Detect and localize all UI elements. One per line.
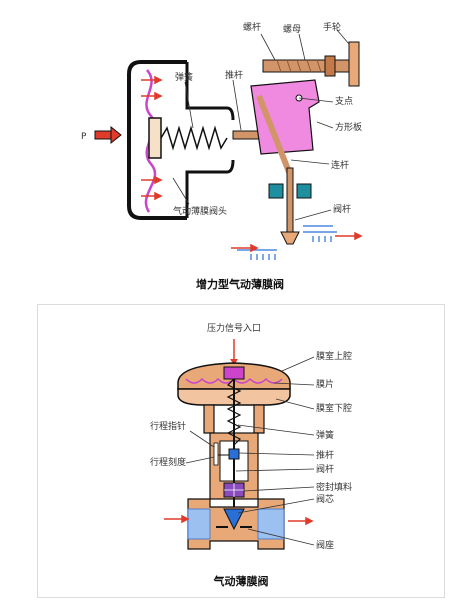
- pressure-inlet-arrow: [94, 125, 122, 145]
- internal-pressure-arrows: [141, 75, 163, 201]
- upper-chamber-label: 膜室上腔: [316, 350, 352, 362]
- valve-stem-label: 阀杆: [316, 463, 334, 475]
- top-caption: 增力型气动薄膜阀: [196, 277, 284, 291]
- push-rod-label: 推杆: [225, 69, 243, 81]
- spring-coil: [160, 125, 228, 151]
- force-boost-valve-diagram: P 螺杆 螺母 手轮 弹簧 推杆: [81, 21, 363, 291]
- leader-lines: [172, 29, 350, 221]
- pressure-label: P: [81, 132, 87, 142]
- flow-arrows: [231, 231, 363, 253]
- square-plate: [250, 79, 320, 155]
- guide-left: [268, 183, 284, 199]
- piston-plate: [148, 117, 162, 159]
- screw-rod-label: 螺杆: [243, 21, 261, 33]
- top-diagram-panel: P 螺杆 螺母 手轮 弹簧 推杆: [37, 0, 443, 296]
- flow-dashes: [237, 225, 337, 260]
- valve-stem: [286, 167, 294, 233]
- handwheel: [348, 41, 360, 87]
- nut: [324, 55, 336, 77]
- pivot-label: 支点: [335, 95, 353, 107]
- guide-right: [296, 183, 312, 199]
- valve-plug: [280, 231, 300, 245]
- screw-thread: [276, 59, 332, 73]
- seal-packing-label: 密封填料: [316, 481, 352, 493]
- connecting-rod-label: 连杆: [331, 159, 349, 171]
- flow-arrows: [164, 514, 314, 526]
- lever-bar: [256, 94, 292, 174]
- bottom-caption: 气动薄膜阀: [213, 574, 269, 588]
- push-rod-block: [228, 448, 240, 460]
- valve-stem-label: 阀杆: [333, 203, 351, 215]
- spring-label: 弹簧: [175, 71, 193, 83]
- leader-lines: [185, 356, 315, 546]
- valve-seat-label: 阀座: [316, 539, 334, 551]
- handwheel-label: 手轮: [323, 21, 341, 33]
- stroke-scale-label: 行程刻度: [150, 456, 186, 468]
- flow-outlet-hatch: [257, 508, 285, 540]
- stroke-pointer-label: 行程指针: [150, 420, 186, 432]
- valve-plug: [223, 508, 245, 531]
- flow-inlet-hatch: [187, 508, 211, 540]
- signal-arrow-head: [230, 359, 238, 365]
- push-rod-label: 推杆: [316, 449, 334, 461]
- diaphragm-center: [223, 366, 245, 380]
- spring-label: 弹簧: [316, 429, 334, 441]
- pneumatic-diaphragm-valve-diagram: 压力信号入口 膜室上腔 膜片 膜室下腔 行程指针 弹: [150, 322, 352, 588]
- diaphragm-label: 膜片: [316, 378, 334, 390]
- nut-label: 螺母: [283, 24, 301, 35]
- valve-plug-label: 阀芯: [316, 493, 334, 505]
- packing-hatch: [224, 483, 244, 497]
- bottom-diagram-panel: 压力信号入口 膜室上腔 膜片 膜室下腔 行程指针 弹: [37, 304, 445, 598]
- diaphragm-head-label: 气动薄膜阀头: [173, 205, 227, 217]
- square-plate-label: 方形板: [335, 121, 362, 133]
- signal-inlet-label: 压力信号入口: [207, 322, 261, 334]
- diaphragm-housing-right: [185, 62, 235, 218]
- stroke-scale: [213, 442, 219, 466]
- diaphragm-housing: [127, 60, 187, 220]
- lower-chamber-label: 膜室下腔: [316, 402, 352, 414]
